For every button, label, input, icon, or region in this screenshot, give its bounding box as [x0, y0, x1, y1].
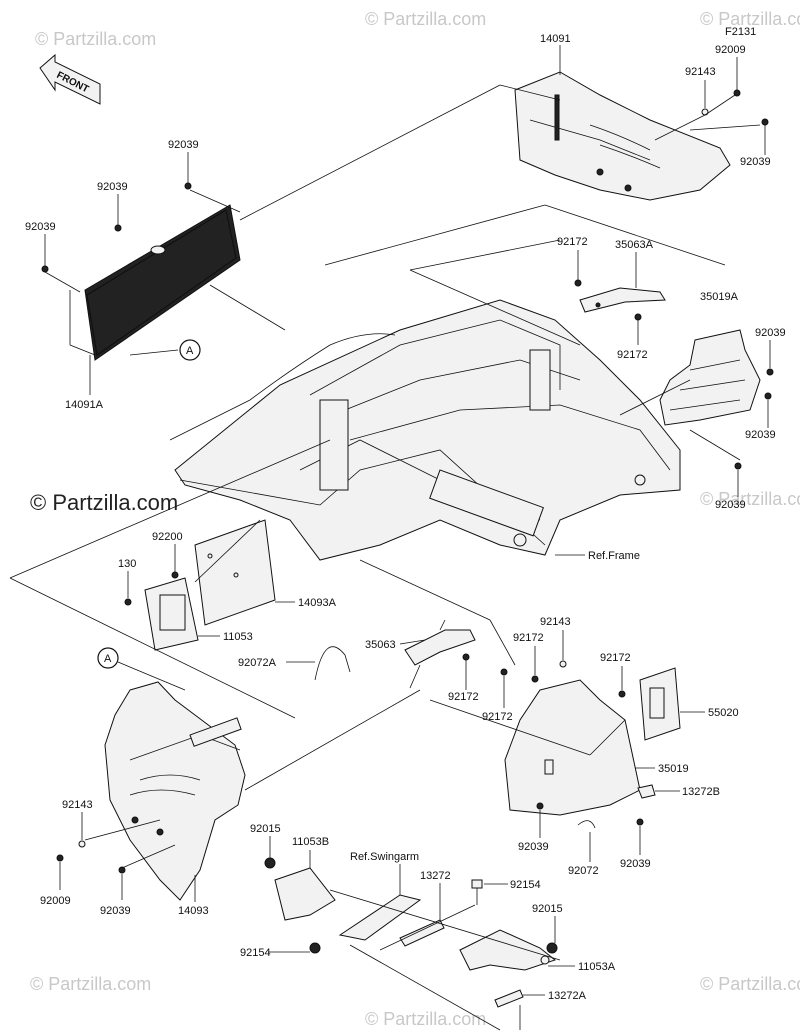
label-14093: 14093 [178, 905, 209, 917]
bolt-92154 [471, 879, 483, 905]
label-92143-top: 92143 [685, 66, 716, 78]
label-11053A: 11053A [578, 961, 616, 973]
label-92015-a: 92015 [250, 823, 281, 835]
washer-icon [701, 108, 709, 116]
diagram-code: F2131 [725, 26, 756, 38]
label-92039-r3: 92039 [715, 499, 746, 511]
label-92039-tr: 92039 [740, 156, 771, 168]
label-92072A: 92072A [238, 657, 277, 669]
label-92039-m2: 92039 [620, 858, 651, 870]
label-92015-b: 92154 [240, 947, 271, 959]
label-92039-c: 92039 [25, 221, 56, 233]
label-92200: 92200 [152, 531, 183, 543]
label-ref-frame: Ref.Frame [588, 550, 640, 562]
label-92039-m1: 92039 [518, 841, 549, 853]
clamp-13272B [637, 784, 656, 799]
mudguard-35019 [504, 679, 641, 816]
bracket-11053B [274, 867, 336, 921]
label-130: 130 [118, 558, 136, 570]
frame-assembly [169, 299, 681, 561]
label-92009-top: 92009 [715, 44, 746, 56]
nut-icon [546, 942, 558, 954]
label-14093A: 14093A [298, 597, 337, 609]
watermark-prominent: © Partzilla.com [30, 490, 178, 515]
panel-14091A [84, 204, 241, 361]
nut-icon [309, 942, 321, 954]
label-92039-l: 92039 [100, 905, 131, 917]
label-14091A: 14091A [65, 399, 104, 411]
label-92172-a: 92172 [557, 236, 588, 248]
label-92172-e: 92172 [482, 711, 513, 723]
front-arrow-icon: FRONT [39, 53, 101, 105]
swingarm-ref-part [338, 894, 422, 941]
label-35063: 35063 [365, 639, 396, 651]
watermark-bl: © Partzilla.com [30, 974, 151, 994]
plate-14093A [194, 519, 276, 626]
label-92039-b: 92039 [97, 181, 128, 193]
bracket-55020 [639, 667, 681, 741]
label-55020: 55020 [708, 707, 739, 719]
bracket-11053 [144, 577, 199, 651]
watermark-bc: © Partzilla.com [365, 1009, 486, 1029]
label-92143-m: 92143 [540, 616, 571, 628]
label-11053B: 11053B [292, 836, 329, 848]
label-13272A: 13272A [548, 990, 587, 1002]
watermark-tc: © Partzilla.com [365, 9, 486, 29]
label-ref-swingarm: Ref.Swingarm [350, 851, 419, 863]
label-13272: 13272 [420, 870, 451, 882]
label-14091: 14091 [540, 33, 571, 45]
cover-14093 [104, 681, 246, 901]
callout-a-upper [179, 339, 201, 361]
bolt-icon [733, 89, 741, 97]
label-13272B: 13272B [682, 786, 720, 798]
bracket-35063A [579, 287, 666, 313]
label-35063A: 35063A [615, 239, 654, 251]
label-11053: 11053 [223, 631, 253, 643]
label-35019A: 35019A [700, 291, 739, 303]
watermark-tr: © Partzilla.com [700, 9, 800, 29]
svg-text:A: A [104, 653, 112, 665]
label-92009-l: 92009 [40, 895, 71, 907]
bracket-11053A [459, 929, 557, 971]
callout-a-lower [97, 647, 119, 669]
label-92072: 92072 [568, 865, 599, 877]
watermark-br: © Partzilla.com [700, 974, 800, 994]
label-92172-b: 92172 [617, 349, 648, 361]
watermark-mr: © Partzilla.com [700, 489, 800, 509]
label-92172-c: 92172 [513, 632, 544, 644]
bolt-icon [761, 118, 769, 126]
cover-14091 [514, 71, 731, 201]
label-92039-r1: 92039 [755, 327, 786, 339]
label-92154-a: 92154 [510, 879, 541, 891]
watermark-tl: © Partzilla.com [35, 29, 156, 49]
label-92143-l: 92143 [62, 799, 93, 811]
clip-92072A [314, 646, 351, 681]
label-92172-d: 92172 [448, 691, 479, 703]
nut-icon [264, 857, 276, 869]
label-35019: 35019 [658, 763, 689, 775]
label-92172-f: 92172 [600, 652, 631, 664]
bracket-35063 [404, 619, 476, 689]
label-92039-r2: 92039 [745, 429, 776, 441]
label-92154-b: 92015 [532, 903, 563, 915]
clamp-13272 [399, 919, 445, 947]
watermarks: © Partzilla.com © Partzilla.com © Partzi… [30, 9, 800, 1029]
label-92039-a: 92039 [168, 139, 199, 151]
mudguard-35019A [659, 329, 761, 426]
clamp-13272A [494, 989, 524, 1008]
svg-text:A: A [186, 345, 194, 357]
